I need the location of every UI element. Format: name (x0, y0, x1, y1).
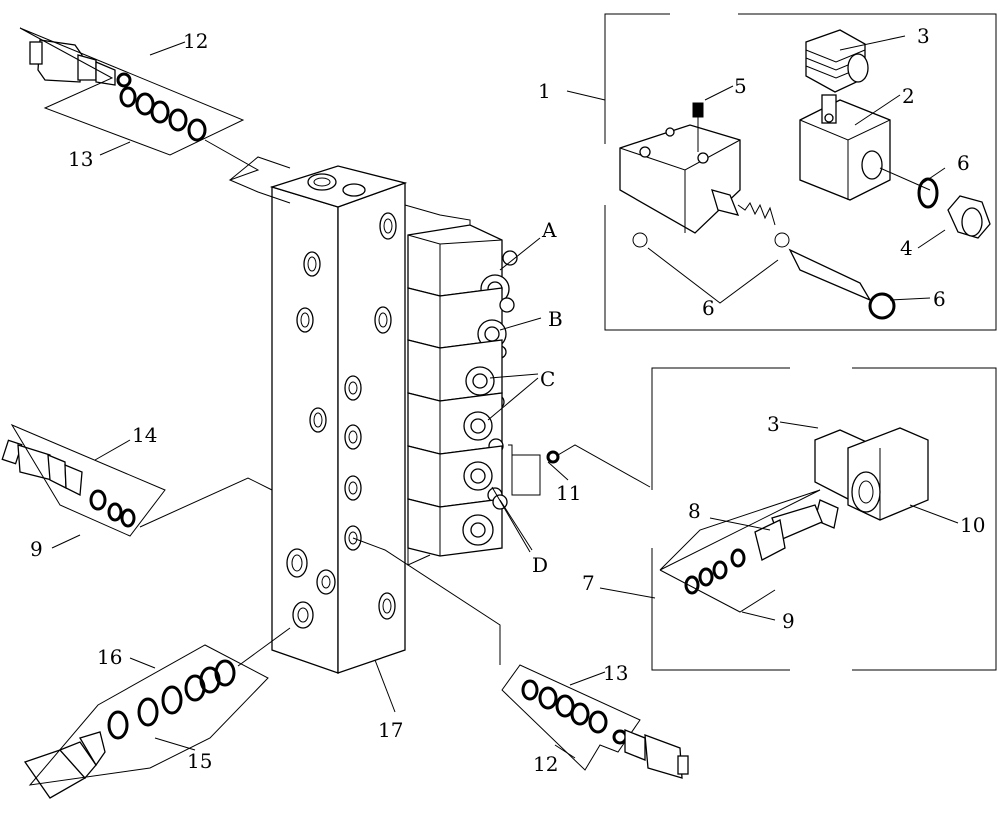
label-7: 7 (582, 571, 595, 595)
label-17: 17 (378, 718, 403, 742)
label-15: 15 (187, 749, 212, 773)
label-6-upper: 6 (957, 151, 970, 175)
label-6-right: 6 (933, 287, 946, 311)
solenoid-assembly-7 (546, 427, 929, 613)
label-13-bottom: 13 (603, 661, 628, 685)
label-3-lower: 3 (767, 412, 780, 436)
solenoid-stack (404, 204, 541, 566)
label-12-top: 12 (183, 29, 208, 53)
label-3-upper: 3 (917, 24, 930, 48)
label-16: 16 (97, 645, 122, 669)
label-13-top: 13 (68, 147, 93, 171)
label-C: C (540, 367, 555, 391)
label-B: B (548, 307, 563, 331)
label-11: 11 (556, 481, 581, 505)
callout-labels: 1 2 3 3 4 5 6 6 6 7 8 9 9 10 11 12 12 13… (30, 24, 985, 776)
label-A: A (541, 218, 557, 242)
label-9-right: 9 (782, 609, 795, 633)
relief-valve-top (19, 27, 291, 204)
frame-box-1 (604, 13, 997, 331)
label-6-middle: 6 (702, 296, 715, 320)
label-D: D (532, 553, 548, 577)
label-10: 10 (960, 513, 985, 537)
manifold-block (269, 165, 408, 674)
label-1: 1 (538, 79, 551, 103)
label-12-bottom: 12 (533, 752, 558, 776)
leader-lines-numbers (51, 35, 959, 759)
label-14: 14 (132, 423, 157, 447)
label-4: 4 (900, 236, 913, 260)
relief-valve-left (1, 423, 273, 537)
relief-valve-bottom-right (352, 537, 689, 779)
leader-lines-letters (487, 237, 542, 553)
frame-box-7 (651, 367, 997, 671)
label-9-left: 9 (30, 537, 43, 561)
label-8: 8 (688, 499, 701, 523)
relief-valve-bottom-left (23, 627, 291, 799)
label-5: 5 (734, 74, 747, 98)
solenoid-assembly-1 (619, 29, 991, 320)
label-2: 2 (902, 84, 915, 108)
